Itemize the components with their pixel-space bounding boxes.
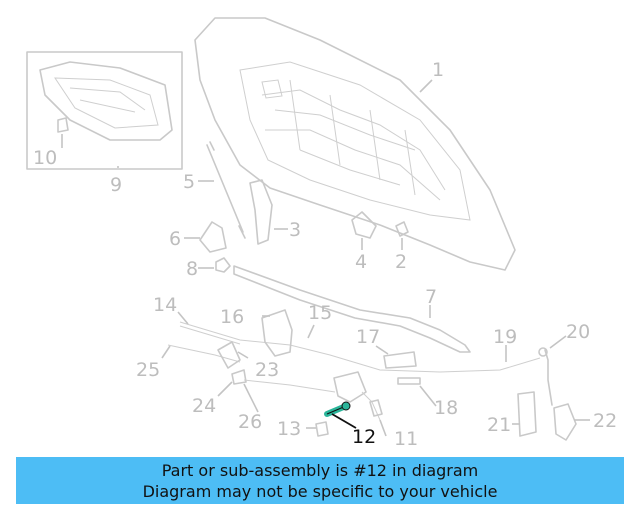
caption-line-2: Diagram may not be specific to your vehi… xyxy=(142,482,498,501)
callout-11: 11 xyxy=(394,428,418,450)
callout-1: 1 xyxy=(432,59,444,81)
caption-line-1: Part or sub-assembly is #12 in diagram xyxy=(161,461,479,480)
callout-18: 18 xyxy=(434,397,458,419)
callout-3: 3 xyxy=(289,219,301,241)
callout-20: 20 xyxy=(566,321,590,343)
callout-10: 10 xyxy=(33,147,57,169)
callout-14: 14 xyxy=(153,294,177,316)
striker xyxy=(351,211,377,239)
release-cable xyxy=(167,321,553,406)
latch-21 xyxy=(517,391,537,437)
callout-15: 15 xyxy=(308,302,332,324)
latch-22 xyxy=(553,403,577,441)
callout-23: 23 xyxy=(255,359,279,381)
callout-21: 21 xyxy=(487,414,511,436)
nut-13 xyxy=(315,421,329,437)
caption-banner: Part or sub-assembly is #12 in diagram D… xyxy=(16,457,624,504)
callout-22: 22 xyxy=(593,410,617,432)
callout-numbers: 1 2 3 4 5 6 7 8 9 10 11 12 13 14 15 16 1… xyxy=(33,59,617,450)
callout-2: 2 xyxy=(395,251,407,273)
bolt-12-highlighted xyxy=(324,401,351,417)
bracket-17 xyxy=(383,351,417,369)
hood-bumper xyxy=(199,221,227,253)
hood-seal xyxy=(233,265,471,353)
callout-24: 24 xyxy=(192,395,216,417)
callout-8: 8 xyxy=(186,258,198,280)
callout-4: 4 xyxy=(355,251,367,273)
callout-9: 9 xyxy=(110,174,122,196)
grommet xyxy=(395,221,409,237)
cable-clip xyxy=(231,369,336,393)
leader-lines xyxy=(61,79,590,437)
callout-25: 25 xyxy=(136,359,160,381)
release-handle xyxy=(217,341,241,369)
callout-7: 7 xyxy=(425,286,437,308)
insulator-inset xyxy=(26,51,183,170)
connector-18 xyxy=(397,377,421,385)
callout-19: 19 xyxy=(493,326,517,348)
callout-13: 13 xyxy=(277,418,301,440)
callout-6: 6 xyxy=(169,228,181,250)
callout-26: 26 xyxy=(238,411,262,433)
callout-17: 17 xyxy=(356,326,380,348)
callout-16: 16 xyxy=(220,306,244,328)
callout-5: 5 xyxy=(183,171,195,193)
latch-assembly xyxy=(333,371,383,421)
hood-stop xyxy=(215,257,231,273)
callout-12: 12 xyxy=(352,426,376,448)
hood-panel xyxy=(194,17,516,271)
hood-strut xyxy=(206,141,246,239)
hood-latch xyxy=(261,309,293,357)
hood-hinge xyxy=(249,179,273,245)
